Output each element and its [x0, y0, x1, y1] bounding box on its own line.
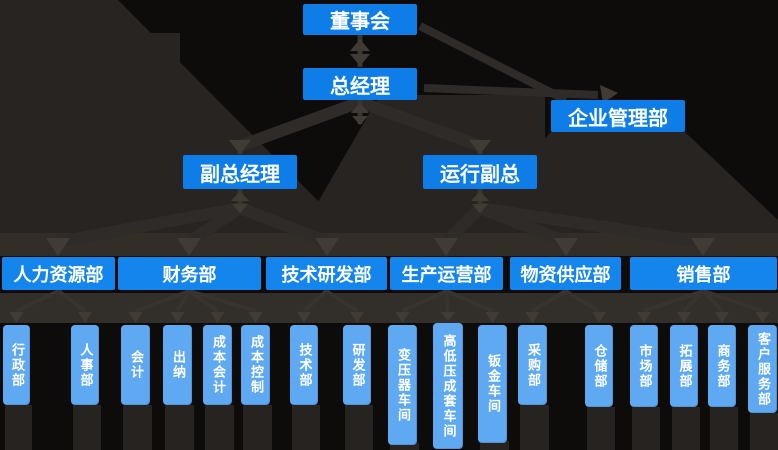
- node-unit-cost-control: 成本控制: [241, 325, 270, 405]
- node-dept-material-supply: 物资供应部: [510, 257, 621, 290]
- node-unit-admin: 行政部: [3, 325, 30, 405]
- node-unit-expansion: 拓展部: [670, 325, 698, 407]
- node-unit-marketing: 市场部: [630, 325, 658, 407]
- node-unit-business: 商务部: [708, 325, 736, 407]
- node-dept-sales: 销售部: [630, 257, 777, 290]
- node-unit-purchasing: 采购部: [518, 325, 547, 405]
- node-unit-sheet-metal-workshop: 钣金车间: [478, 325, 507, 443]
- dept-unit-connectors: [15, 289, 764, 313]
- node-enterprise-management: 企业管理部: [551, 100, 685, 132]
- node-board: 董事会: [303, 4, 417, 35]
- node-unit-cost-accounting: 成本会计: [203, 325, 232, 405]
- node-dept-tech-rnd: 技术研发部: [266, 257, 387, 290]
- node-general-manager: 总经理: [303, 68, 417, 100]
- node-dept-production-ops: 生产运营部: [390, 257, 503, 290]
- node-unit-transformer-workshop: 变压器车间: [388, 325, 417, 445]
- unit-shadows: [5, 405, 778, 450]
- node-dept-hr: 人力资源部: [2, 257, 115, 290]
- arrowheads: [9, 39, 770, 323]
- ribbon-connectors: [56, 96, 704, 248]
- node-unit-customer-service: 客户服务部: [748, 325, 777, 413]
- node-unit-warehouse: 仓储部: [585, 325, 613, 407]
- node-deputy-general-manager: 副总经理: [183, 155, 297, 189]
- node-operations-deputy: 运行副总: [423, 155, 537, 189]
- node-unit-hv-lv-assembly-workshop: 高低压成套车间: [433, 323, 463, 449]
- node-unit-personnel: 人事部: [71, 325, 99, 405]
- node-unit-tech: 技术部: [290, 325, 318, 405]
- node-dept-finance: 财务部: [118, 257, 261, 290]
- node-unit-accounting: 会计: [121, 325, 150, 405]
- node-unit-rnd: 研发部: [343, 325, 371, 405]
- node-unit-cashier: 出纳: [163, 325, 192, 405]
